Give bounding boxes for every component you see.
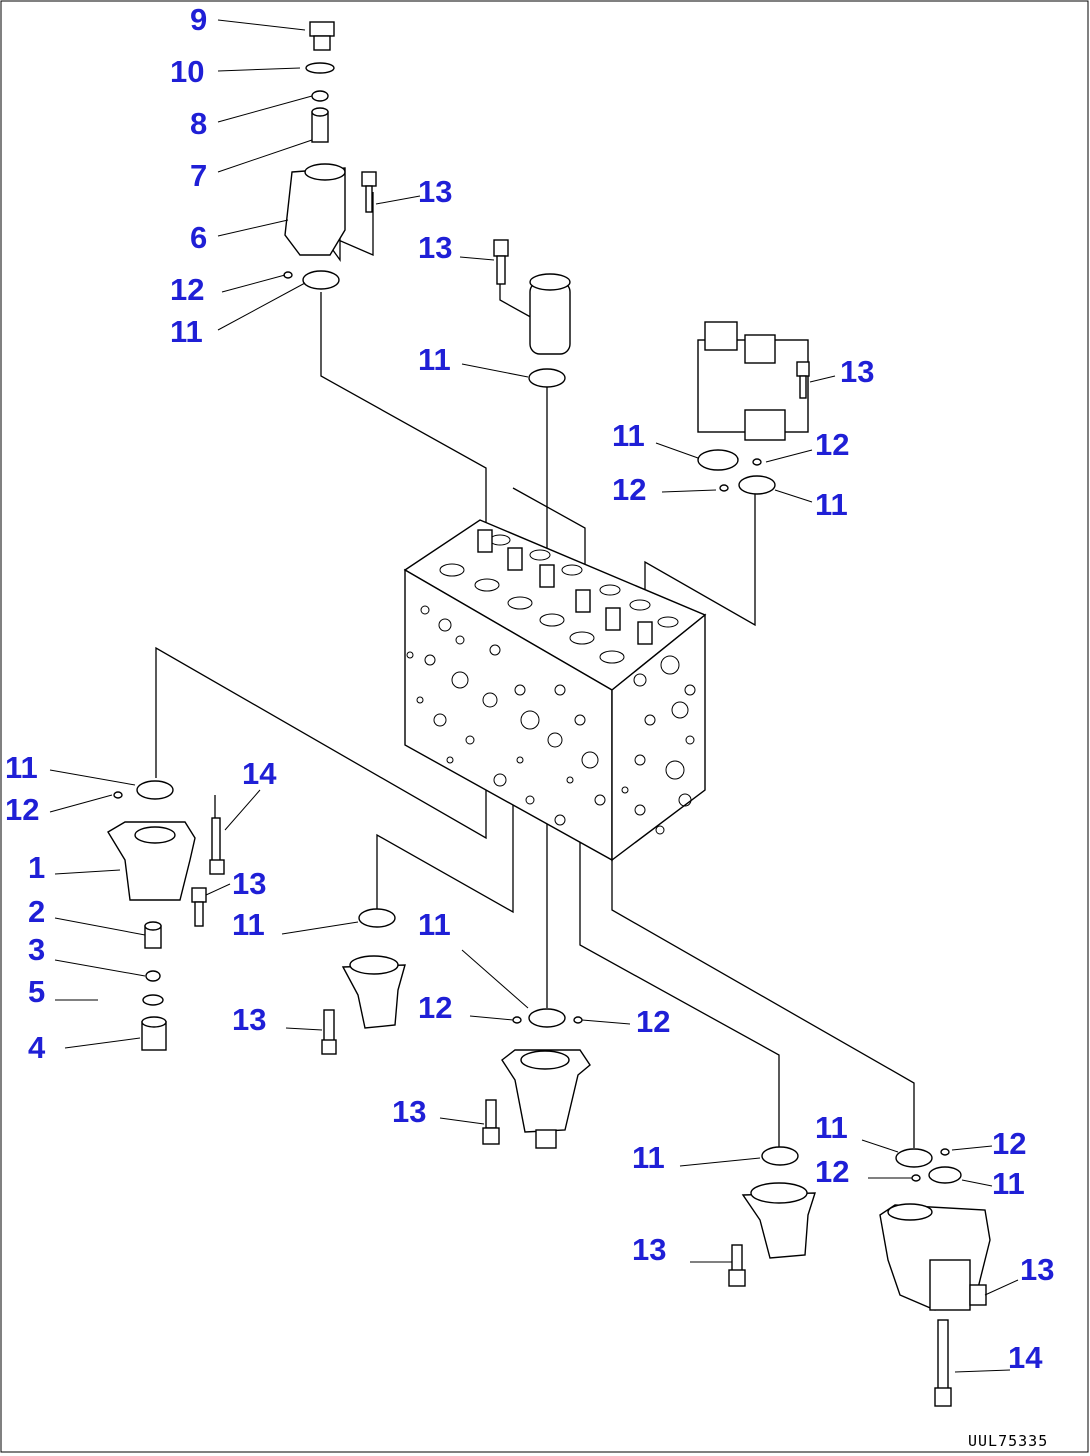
valve-stack-top-left: [283, 21, 377, 290]
callout-11: 11: [815, 487, 848, 522]
callout-1: 1: [28, 850, 45, 885]
callout-9: 9: [190, 2, 207, 37]
callout-11: 11: [632, 1140, 665, 1175]
part-13-bolt-b: [191, 887, 207, 927]
part-4-plug: [141, 1016, 167, 1051]
callout-labels: 9 10 8 7 6 13 13 12 11 11 13 11 12 12 11…: [5, 2, 1054, 1375]
callout-13: 13: [392, 1094, 426, 1129]
solenoid-valve-top: [493, 239, 571, 388]
callout-8: 8: [190, 106, 207, 141]
part-1-valve: [107, 821, 196, 901]
part-8-ring: [311, 90, 329, 102]
main-valve-block: [403, 519, 707, 862]
valve-bottom-right: [879, 1148, 991, 1407]
callout-5: 5: [28, 974, 45, 1009]
callout-4: 4: [28, 1030, 46, 1065]
part-11-oring-c: [697, 449, 739, 471]
part-11-oring-b: [528, 368, 566, 388]
relief-valve-top-right: [697, 321, 810, 495]
leader-lines: [49, 19, 1019, 1373]
drawing-number: UUL75335: [968, 1432, 1048, 1450]
callout-11: 11: [170, 314, 203, 349]
part-2-valve: [144, 921, 162, 949]
callout-13: 13: [418, 174, 452, 209]
part-6-valve-body: [284, 163, 346, 256]
valve-bottom-2: [482, 1008, 591, 1149]
callout-13: 13: [840, 354, 874, 389]
valve-cover-bottom-3: [728, 1146, 816, 1287]
callout-12: 12: [170, 272, 204, 307]
callout-6: 6: [190, 220, 207, 255]
callout-12: 12: [612, 472, 646, 507]
callout-13: 13: [632, 1232, 666, 1267]
part-7-valve: [311, 107, 329, 143]
callout-7: 7: [190, 158, 207, 193]
part-5-oring: [142, 994, 164, 1006]
callout-13: 13: [1020, 1252, 1054, 1287]
callout-11: 11: [5, 750, 38, 785]
callout-10: 10: [170, 54, 204, 89]
part-10-oring: [305, 62, 335, 74]
callout-12: 12: [815, 427, 849, 462]
callout-11: 11: [232, 907, 265, 942]
callout-11: 11: [815, 1110, 848, 1145]
part-11-oring-d: [738, 475, 776, 495]
part-12-oring-a: [283, 271, 293, 279]
callout-12: 12: [815, 1154, 849, 1189]
part-13-bolt-a: [361, 171, 377, 213]
callout-13: 13: [232, 1002, 266, 1037]
callout-2: 2: [28, 894, 45, 929]
part-14-bolt-a: [209, 817, 225, 875]
valve-cover-bottom-1: [321, 908, 406, 1055]
callout-12: 12: [418, 990, 452, 1025]
callout-11: 11: [418, 907, 451, 942]
callout-11: 11: [612, 418, 645, 453]
callout-12: 12: [636, 1004, 670, 1039]
callout-13: 13: [232, 866, 266, 901]
part-3-ring: [145, 970, 161, 982]
callout-12: 12: [992, 1126, 1026, 1161]
callout-11: 11: [418, 342, 451, 377]
callout-3: 3: [28, 932, 45, 967]
callout-13: 13: [418, 230, 452, 265]
callout-11: 11: [992, 1166, 1025, 1201]
valve-stack-left: [107, 780, 225, 1051]
callout-14: 14: [1008, 1340, 1043, 1375]
callout-14: 14: [242, 756, 277, 791]
callout-12: 12: [5, 792, 39, 827]
part-11-oring-a: [302, 270, 340, 290]
part-9-plug: [309, 21, 335, 51]
